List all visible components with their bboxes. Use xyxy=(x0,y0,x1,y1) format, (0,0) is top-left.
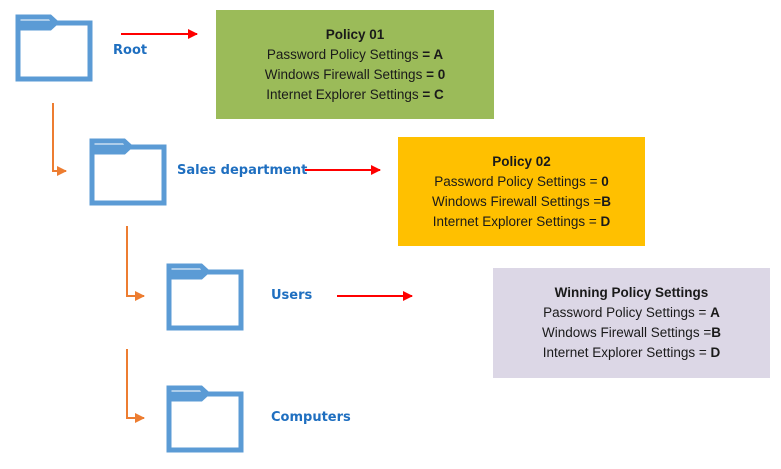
policy02-title: Policy 02 xyxy=(492,153,551,169)
winning-policy-row: Internet Explorer Settings = D xyxy=(542,345,721,360)
folder-icon xyxy=(15,14,93,82)
node-label-computers: Computers xyxy=(271,410,351,425)
policy01-row: Password Policy Settings = A xyxy=(266,46,444,62)
policy02-box: Policy 02 Password Policy Settings = 0 W… xyxy=(398,137,645,246)
node-label-sales-department: Sales department xyxy=(177,163,308,178)
policy02-row: Internet Explorer Settings = D xyxy=(432,213,611,229)
connector-sales-to-computers xyxy=(126,349,145,423)
node-label-users: Users xyxy=(271,288,313,303)
connector-sales-to-users xyxy=(126,226,145,301)
policy01-row: Windows Firewall Settings = 0 xyxy=(264,66,446,82)
folder-icon xyxy=(89,138,167,206)
policy01-box: Policy 01 Password Policy Settings = A W… xyxy=(216,10,494,119)
policy01-row: Internet Explorer Settings = C xyxy=(266,86,444,102)
node-label-root: Root xyxy=(113,43,148,58)
policy02-row: Windows Firewall Settings =B xyxy=(432,193,611,209)
winning-policy-box: Winning Policy Settings Password Policy … xyxy=(493,268,770,378)
winning-policy-title: Winning Policy Settings xyxy=(554,285,709,300)
winning-policy-row: Windows Firewall Settings =B xyxy=(542,325,721,340)
policy01-title: Policy 01 xyxy=(325,26,385,42)
folder-icon xyxy=(166,385,244,453)
policy02-row: Password Policy Settings = 0 xyxy=(434,173,609,189)
folder-icon xyxy=(166,263,244,331)
connector-root-to-sales xyxy=(52,103,67,176)
winning-policy-row: Password Policy Settings = A xyxy=(543,305,720,320)
